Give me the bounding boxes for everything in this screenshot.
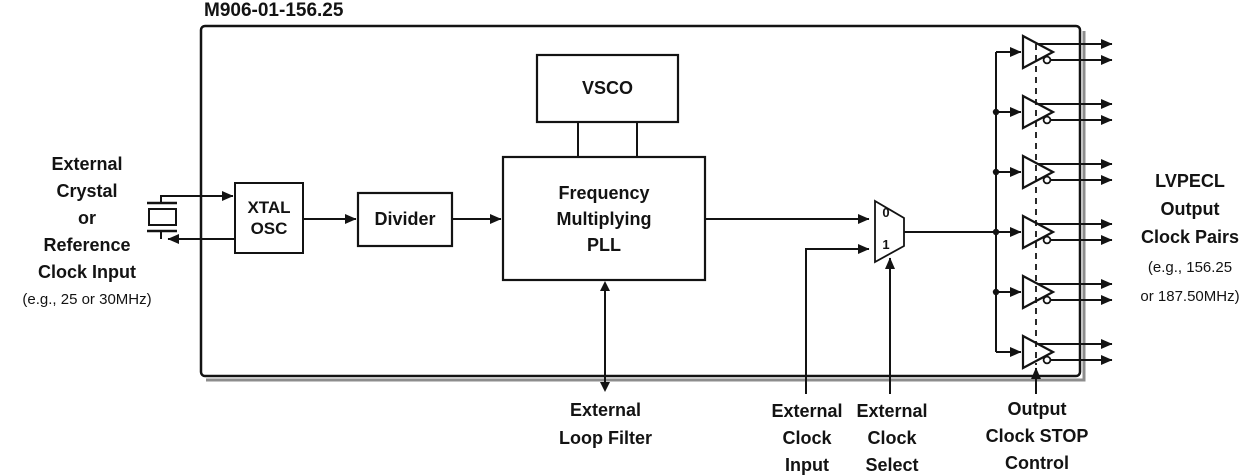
crystal-frequency-note: (e.g., 25 or 30MHz) (22, 291, 152, 308)
output-frequency-note: (e.g., 156.25 (1147, 259, 1233, 276)
inverting-bubble-icon (1042, 175, 1052, 185)
output-frequency-note: or 187.50MHz) (1140, 288, 1240, 305)
pll-box (501, 155, 707, 282)
output-clock-stop-label: Output Clock STOP Control (985, 399, 1089, 473)
output-buffer-1 (996, 34, 1113, 70)
ext-clock-input-wire (805, 244, 870, 394)
pll-label: Frequency Multiplying PLL (556, 182, 652, 255)
xtal-osc-box (234, 182, 304, 254)
loop-filter-arrow-down (600, 382, 610, 392)
output-buffer-6 (996, 334, 1113, 370)
inverting-bubble-icon (1042, 55, 1052, 65)
mux-input-0-label: 0 (882, 205, 890, 220)
output-buffer-5 (996, 274, 1113, 310)
part-number-title: M906-01-156.25 (204, 0, 344, 21)
output-buffer-4 (996, 214, 1113, 250)
mux-icon (874, 199, 905, 264)
output-buffer-2 (996, 94, 1113, 130)
inverting-bubble-icon (1042, 295, 1052, 305)
output-buffer-3 (996, 154, 1113, 190)
vsco-box (535, 53, 680, 124)
vsco-label: VSCO (581, 78, 633, 98)
inverting-bubble-icon (1042, 355, 1052, 365)
xtal-osc-label: XTAL OSC (247, 198, 291, 238)
lvpecl-output-label: LVPECL Output Clock Pairs (e.g., 156.25 … (1124, 167, 1256, 309)
external-clock-select-label: External Clock Select (856, 401, 928, 475)
external-clock-input-label: External Clock Input (771, 401, 843, 475)
external-crystal-label: External Crystal or Reference Clock Inpu… (0, 151, 174, 310)
loop-filter-arrow-up (600, 281, 610, 291)
divider-label: Divider (374, 209, 436, 229)
inverting-bubble-icon (1042, 115, 1052, 125)
inverting-bubble-icon (1042, 235, 1052, 245)
divider-box (356, 191, 454, 248)
external-loop-filter-label: External Loop Filter (559, 400, 652, 448)
crystal-icon (147, 196, 177, 239)
mux-input-1-label: 1 (882, 237, 890, 252)
chip-shadow (206, 31, 1086, 382)
